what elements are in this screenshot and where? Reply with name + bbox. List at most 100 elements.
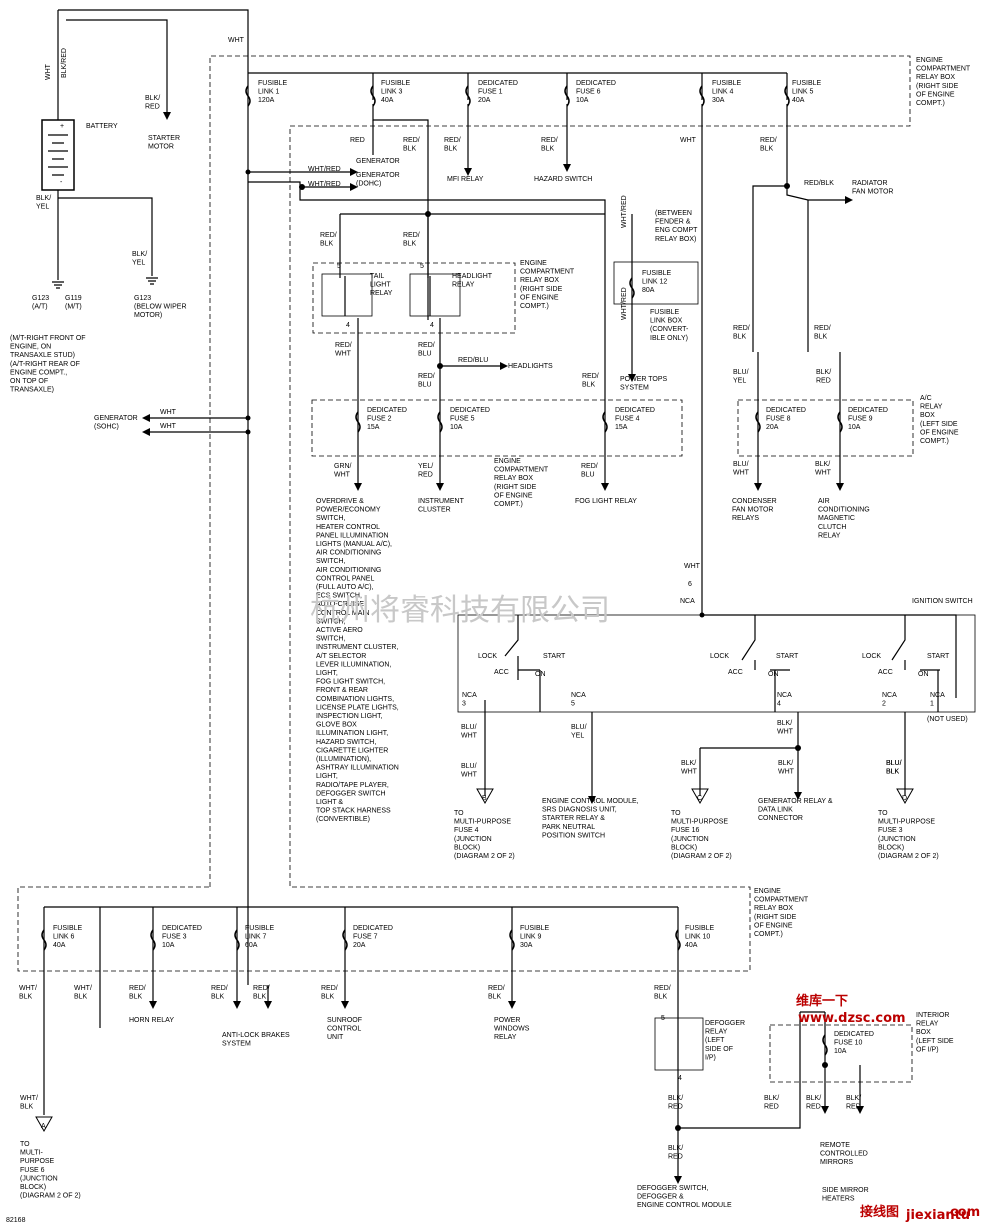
label-red-blu-head: RED/BLU bbox=[458, 357, 488, 364]
ground-symbols bbox=[52, 277, 158, 289]
label-conn-b: B bbox=[482, 795, 487, 802]
label-mfi-relay: MFI RELAY bbox=[447, 176, 484, 183]
label-red-blu2: RED/BLU bbox=[418, 373, 435, 389]
label-plus: + bbox=[60, 123, 64, 130]
label-red-blk-hazard: RED/BLK bbox=[541, 137, 558, 153]
ignition-switch-box bbox=[457, 614, 976, 713]
label-minus: - bbox=[60, 179, 63, 186]
label-pin5a: 5 bbox=[337, 263, 341, 270]
label-battery: BATTERY bbox=[86, 123, 118, 130]
label-horn-relay: HORN RELAY bbox=[129, 1017, 174, 1024]
label-headlights: HEADLIGHTS bbox=[508, 363, 553, 370]
logo2-com: .com bbox=[945, 1205, 980, 1220]
label-ecm: ENGINE CONTROL MODULE,SRS DIAGNOSIS UNIT… bbox=[542, 798, 639, 839]
label-pin4b: 4 bbox=[430, 322, 434, 329]
logo-text: 维库一下 bbox=[796, 993, 848, 1009]
label-blk-red-ac: BLK/RED bbox=[816, 369, 831, 385]
label-pin6: 6 bbox=[688, 581, 692, 588]
arrowheads bbox=[142, 112, 864, 1184]
label-wht-blk1: WHT/BLK bbox=[19, 985, 37, 1001]
label-blk-wht-ac: BLK/WHT bbox=[815, 461, 832, 477]
label-fig-id: 82168 bbox=[6, 1217, 26, 1224]
label-wht-gen2: WHT bbox=[160, 423, 177, 430]
fuse-box-mid-outline bbox=[311, 399, 683, 457]
label-blu-blk1: BLU/BLK bbox=[886, 760, 902, 776]
label-wht-red-v2: WHT/RED bbox=[621, 287, 628, 320]
logo2-url: jiexiantu bbox=[905, 1208, 970, 1223]
label-blu-wht2: BLU/WHT bbox=[461, 763, 478, 779]
label-blk-red-d2: BLK/RED bbox=[668, 1145, 683, 1161]
label-red-blk-pw: RED/BLK bbox=[488, 985, 505, 1001]
label-not-used: (NOT USED) bbox=[927, 716, 968, 723]
label-blk-red-m1: BLK/RED bbox=[806, 1095, 821, 1111]
tail-light-relay-symbol bbox=[321, 273, 373, 317]
label-blu-wht-cf: BLU/WHT bbox=[733, 461, 750, 477]
label-blk-red-m2: BLK/RED bbox=[846, 1095, 861, 1111]
label-red-blk-ac: RED/BLK bbox=[814, 325, 831, 341]
label-generator: GENERATOR bbox=[356, 158, 400, 165]
label-pin4a: 4 bbox=[346, 322, 350, 329]
battery-symbol bbox=[41, 119, 75, 191]
label-generator-sohc: GENERATOR(SOHC) bbox=[94, 415, 138, 431]
label-generator-dohc: GENERATOR(DOHC) bbox=[356, 172, 400, 188]
label-conn-c: C bbox=[697, 795, 702, 802]
label-lock1: LOCK bbox=[478, 653, 497, 660]
label-acc2: ACC bbox=[728, 669, 743, 676]
label-wht-blk3: WHT/BLK bbox=[20, 1095, 38, 1111]
label-yel-red: YEL/RED bbox=[418, 463, 433, 479]
connector-triangles bbox=[35, 788, 914, 1133]
label-pin5c: 5 bbox=[661, 1015, 665, 1022]
label-blu-yel-ign: BLU/YEL bbox=[571, 724, 587, 740]
label-red-blk-f4: RED/BLK bbox=[582, 373, 599, 389]
relay-box-mid-outline bbox=[312, 262, 516, 334]
logo-url: www.dzsc.com bbox=[798, 1011, 906, 1026]
logo2-text: 接线图 bbox=[860, 1204, 899, 1220]
label-blk-red-irb: BLK/RED bbox=[764, 1095, 779, 1111]
label-on2: ON bbox=[768, 671, 779, 678]
label-red-blk-cf: RED/BLK bbox=[733, 325, 750, 341]
label-lock2: LOCK bbox=[710, 653, 729, 660]
label-nca-ign: NCA bbox=[680, 598, 695, 605]
label-acc1: ACC bbox=[494, 669, 509, 676]
label-pin4c: 4 bbox=[678, 1075, 682, 1082]
label-blk-red-starter: BLK/RED bbox=[145, 95, 160, 111]
label-conn-a: A bbox=[41, 1123, 46, 1130]
fuse-symbols bbox=[41, 85, 843, 1056]
label-grn-wht: GRN/WHT bbox=[334, 463, 352, 479]
label-red-blk-mfi: RED/BLK bbox=[444, 137, 461, 153]
label-red-blk-gen: RED/BLK bbox=[403, 137, 420, 153]
label-fog-light-relay: FOG LIGHT RELAY bbox=[575, 498, 637, 505]
